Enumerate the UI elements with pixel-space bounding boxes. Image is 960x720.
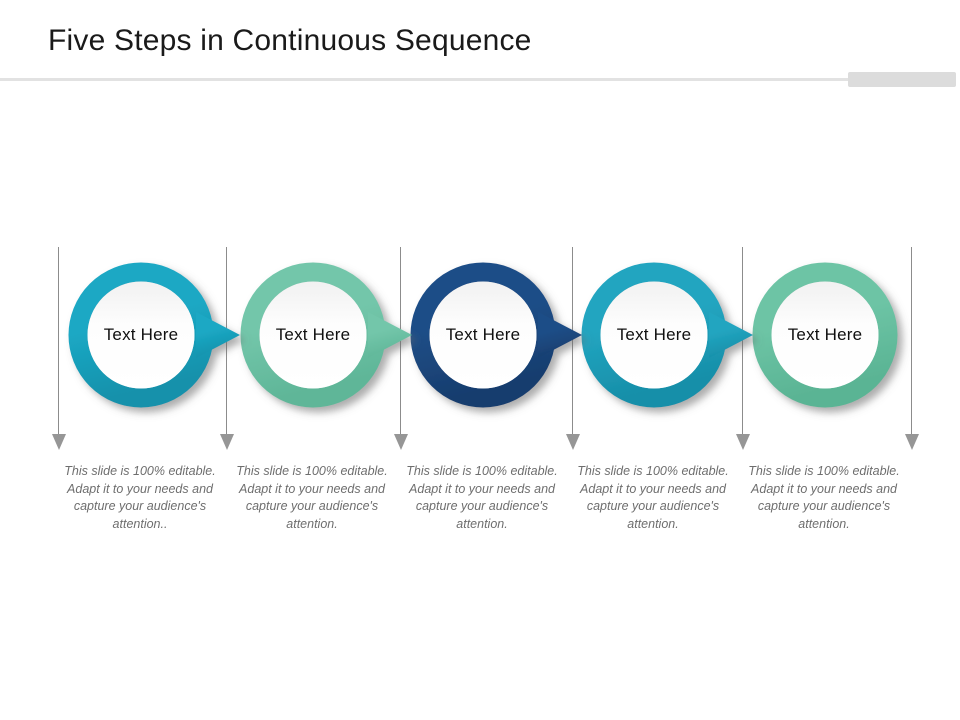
sequence-step-4[interactable]: Text Here [575,256,753,414]
step-label-5: Text Here [787,325,863,344]
step-ring-1 [62,256,240,414]
drop-arrow-icon-2 [220,434,234,450]
drop-arrow-icon-6 [905,434,919,450]
drop-arrow-icon-4 [566,434,580,450]
drop-arrow-icon-1 [52,434,66,450]
drop-line-4 [572,247,573,435]
step-caption-4: This slide is 100% editable. Adapt it to… [577,464,729,531]
step-ring-4 [575,256,753,414]
sequence-step-5[interactable]: Text Here [746,256,904,414]
step-label-3: Text Here [445,325,521,344]
sequence-step-1[interactable]: Text Here [62,256,240,414]
drop-line-5 [742,247,743,435]
sequence-step-3[interactable]: Text Here [404,256,582,414]
page-title: Five Steps in Continuous Sequence [48,24,532,57]
step-caption-5: This slide is 100% editable. Adapt it to… [748,464,900,531]
sequence-step-2[interactable]: Text Here [234,256,412,414]
drop-line-1 [58,247,59,435]
drop-arrow-icon-3 [394,434,408,450]
title-divider [0,78,856,81]
drop-line-6 [911,247,912,435]
step-ring-2 [234,256,412,414]
step-caption-1: This slide is 100% editable. Adapt it to… [64,464,216,531]
step-caption-2: This slide is 100% editable. Adapt it to… [236,464,388,531]
step-label-4: Text Here [616,325,692,344]
drop-arrow-icon-5 [736,434,750,450]
step-ring-5 [746,256,904,414]
step-label-2: Text Here [275,325,351,344]
step-ring-3 [404,256,582,414]
title-divider-cap [848,72,956,87]
step-label-1: Text Here [103,325,179,344]
step-caption-3: This slide is 100% editable. Adapt it to… [406,464,558,531]
